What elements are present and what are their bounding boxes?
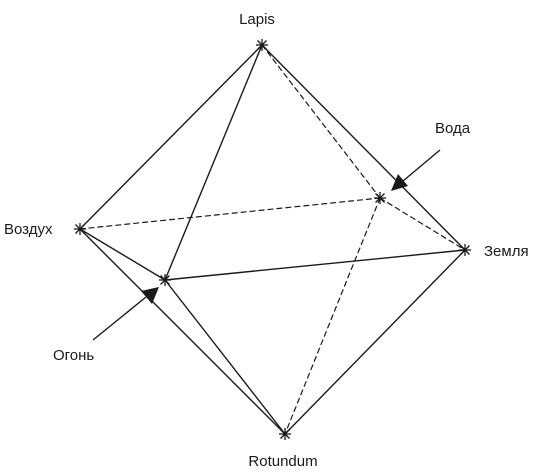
label-right: Земля	[484, 243, 529, 260]
edge-lapis-ogon	[164, 44, 263, 281]
edge-vozdukh-voda	[79, 197, 381, 230]
vertex-star-icon	[279, 428, 291, 440]
solid-edges	[79, 44, 466, 435]
edge-lapis-vozdukh	[79, 44, 263, 230]
label-left: Воздух	[4, 221, 53, 238]
edge-vozdukh-ogon	[79, 228, 166, 281]
hidden-edges	[79, 44, 466, 435]
edge-zemlya-rotundum	[284, 249, 466, 435]
vertex-markers	[74, 39, 471, 440]
label-top: Lapis	[239, 11, 275, 28]
arrow-to-ogon	[92, 287, 159, 341]
edge-ogon-rotundum	[164, 279, 286, 435]
vertex-star-icon	[459, 244, 471, 256]
arrow-head-icon	[141, 287, 159, 304]
edge-vozdukh-rotundum	[79, 228, 286, 435]
vertex-star-icon	[374, 192, 386, 204]
edge-ogon-zemlya	[164, 249, 466, 281]
edge-lapis-zemlya	[261, 44, 466, 251]
arrow-to-voda	[391, 149, 441, 191]
edge-lapis-voda	[261, 44, 381, 199]
edge-voda-zemlya	[379, 197, 466, 251]
vertex-star-icon	[74, 223, 86, 235]
edge-voda-rotundum	[284, 197, 381, 435]
vertex-star-icon	[159, 274, 171, 286]
vertex-star-icon	[256, 39, 268, 51]
arrow-head-icon	[391, 174, 408, 191]
label-front: Огонь	[53, 347, 94, 364]
label-back: Вода	[435, 120, 471, 137]
label-bottom: Rotundum	[248, 453, 317, 470]
